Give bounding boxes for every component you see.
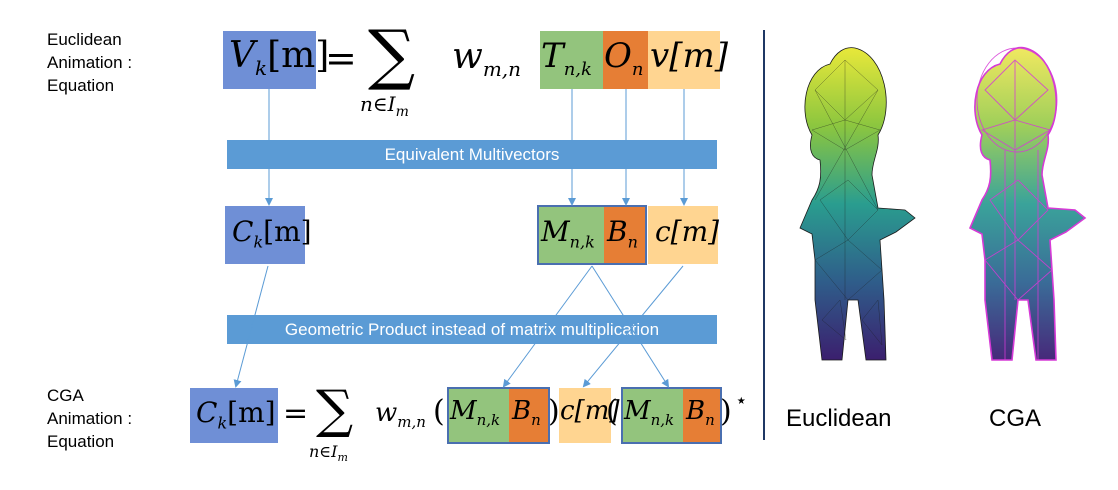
- cga-ck-term: Ck[m]: [196, 396, 276, 433]
- m-term: Mn,k: [541, 215, 595, 252]
- c-box: [648, 206, 718, 264]
- t-term: Tn,k: [541, 36, 592, 80]
- cm-term: c[m]: [655, 215, 720, 248]
- b-box: [604, 206, 646, 264]
- b-term: Bn: [607, 215, 638, 252]
- sum-index-bottom: n∈Im: [309, 442, 348, 465]
- euclidean-equation-label: Euclidean Animation : Equation: [47, 30, 133, 95]
- m-box: [538, 206, 604, 264]
- cga-m-term-1: Mn,k: [450, 396, 501, 430]
- ck-box: [225, 206, 305, 264]
- cga-equation-label: CGA Animation : Equation: [47, 386, 133, 451]
- cga-mb-outline-2: [621, 387, 722, 444]
- equals-sign-top: =: [325, 36, 357, 80]
- equivalent-multivectors-banner: Equivalent Multivectors: [227, 140, 717, 169]
- conjugate-star: ⋆: [735, 388, 748, 412]
- cga-caption: CGA: [989, 405, 1042, 432]
- sum-symbol-top: ∑: [368, 16, 416, 93]
- cga-ck-box: [190, 388, 278, 443]
- cga-b-term-2: Bn: [686, 396, 715, 430]
- cga-mb-outline-1: [447, 387, 550, 444]
- cga-m-term-2: Mn,k: [624, 396, 675, 430]
- cga-b-box-2: [683, 388, 721, 443]
- cga-m-box-2: [622, 388, 683, 443]
- weight-bottom: wm,n: [375, 398, 426, 432]
- euclidean-character-render: [799, 47, 916, 361]
- cga-cm-term: c[m]: [560, 396, 620, 426]
- close-paren-1: ): [548, 394, 560, 429]
- sum-index-top: n∈Im: [360, 92, 409, 120]
- open-paren-2: (: [606, 394, 618, 429]
- t-box: [540, 31, 603, 89]
- arrows-bottom: [233, 265, 684, 388]
- v-term: v[m]: [650, 36, 728, 76]
- sum-symbol-bottom: ∑: [316, 380, 354, 440]
- o-term: On: [604, 36, 644, 80]
- v-box: [648, 31, 720, 89]
- close-paren-2: ): [720, 394, 732, 429]
- equals-sign-bottom: =: [283, 396, 309, 431]
- open-paren-1: (: [433, 394, 445, 429]
- cga-c-box: [559, 388, 611, 443]
- weight-top: wm,n: [452, 36, 522, 82]
- cga-character-render: [968, 46, 1087, 361]
- geometric-product-banner: Geometric Product instead of matrix mult…: [227, 315, 717, 344]
- arrows-top: [265, 89, 688, 206]
- euclidean-caption: Euclidean: [786, 405, 892, 432]
- ck-term: Ck[m]: [232, 215, 312, 252]
- vk-term: Vk[m]: [229, 35, 330, 81]
- cga-m-box-1: [448, 388, 509, 443]
- mb-outline: [537, 205, 647, 265]
- cga-b-term-1: Bn: [512, 396, 541, 430]
- vk-box: [223, 31, 316, 89]
- o-box: [603, 31, 648, 89]
- cga-b-box-1: [509, 388, 549, 443]
